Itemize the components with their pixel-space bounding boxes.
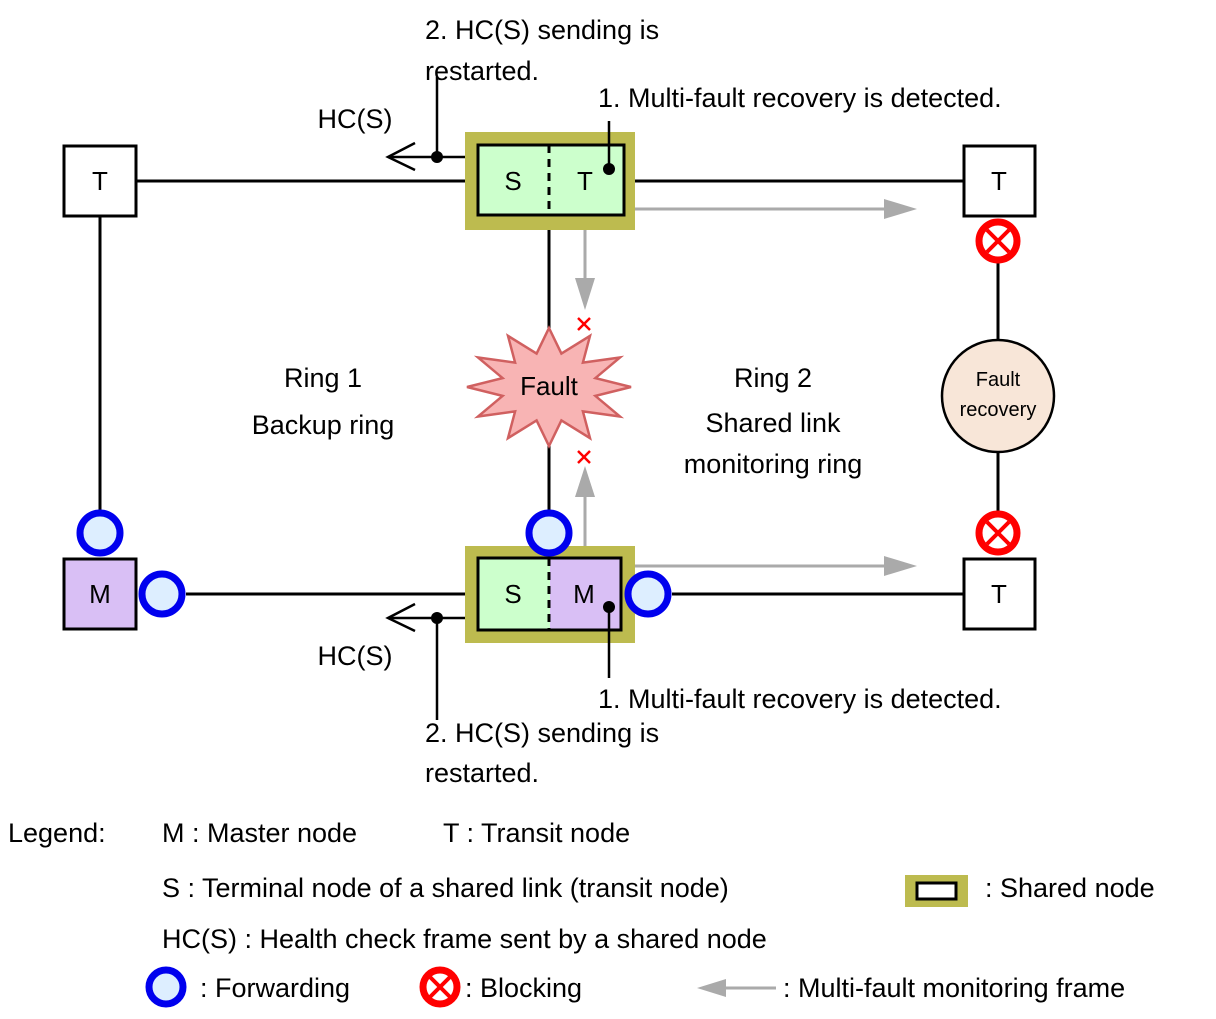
monitor-arrow-top-down [575,230,595,310]
monitor-arrow-top-right [634,199,917,219]
hc-label-bottom: HC(S) [318,641,393,671]
blocking-port-bottom [975,510,1021,556]
shared-bottom-m-label: M [573,579,595,609]
node-top-left-label: T [92,166,108,196]
frame-lost-mark-top [577,317,591,331]
shared-node-bottom[interactable]: S M [465,546,635,643]
svg-text:1. Multi-fault recovery is det: 1. Multi-fault recovery is detected. [598,83,1002,113]
annotation-top-step1: 1. Multi-fault recovery is detected. [598,83,1002,175]
annotation-bottom-step1: 1. Multi-fault recovery is detected. [598,601,1002,714]
forwarding-icon [76,509,124,557]
legend-transit: T : Transit node [443,818,630,848]
fault-recovery-line2: recovery [960,399,1037,421]
legend-monitoring-frame: : Multi-fault monitoring frame [783,973,1125,1003]
shared-node-legend-icon [905,875,968,907]
legend-forwarding: : Forwarding [200,973,350,1003]
hc-arrow-bottom: HC(S) [318,602,465,720]
node-bottom-left-master[interactable]: M [62,557,138,631]
fault-recovery: Fault recovery [940,338,1056,454]
svg-text:restarted.: restarted. [425,758,539,788]
blocking-port-top [975,218,1021,264]
svg-text:monitoring ring: monitoring ring [684,449,863,479]
svg-text:2. HC(S) sending is: 2. HC(S) sending is [425,718,659,748]
legend: Legend: M : Master node T : Transit node… [8,818,1155,1008]
node-bottom-right-label: T [991,579,1007,609]
svg-text:2. HC(S) sending is: 2. HC(S) sending is [425,15,659,45]
shared-top-t-label: T [577,166,593,196]
svg-text:restarted.: restarted. [425,56,539,86]
monitoring-frames [575,199,917,576]
ring1-label: Ring 1 Backup ring [252,363,395,440]
ring-links [98,179,1000,596]
svg-text:Ring 2: Ring 2 [734,363,812,393]
node-top-left[interactable]: T [62,144,138,218]
legend-blocking: : Blocking [465,973,582,1003]
shared-node-top[interactable]: S T [465,132,635,230]
fault-recovery-line1: Fault [976,369,1021,391]
svg-text:Ring 1: Ring 1 [284,363,362,393]
fault-burst: Fault [466,325,632,449]
forwarding-icon [138,570,186,618]
annotation-bottom-step2: 2. HC(S) sending is restarted. [425,718,659,788]
legend-master: M : Master node [162,818,357,848]
svg-text:Backup ring: Backup ring [252,410,395,440]
legend-hcs: HC(S) : Health check frame sent by a sha… [162,924,767,954]
forwarding-icon [624,570,672,618]
shared-bottom-s-label: S [504,579,521,609]
monitor-arrow-bottom-right [634,556,917,576]
monitor-arrow-bottom-up [575,466,595,546]
monitoring-frame-arrow-icon [697,979,776,997]
svg-text:Shared link: Shared link [705,408,841,438]
shared-top-s-label: S [504,166,521,196]
frame-lost-mark-bottom [577,450,591,464]
fault-label: Fault [520,371,579,401]
node-top-right-label: T [991,166,1007,196]
legend-shared-node: : Shared node [985,873,1155,903]
forwarding-ports [76,509,672,618]
node-bottom-right[interactable]: T [962,557,1037,631]
legend-terminal: S : Terminal node of a shared link (tran… [162,873,729,903]
forwarding-icon [145,966,187,1008]
annotation-top-step2: 2. HC(S) sending is restarted. [425,15,659,86]
svg-text:1. Multi-fault recovery is det: 1. Multi-fault recovery is detected. [598,684,1002,714]
legend-title: Legend: [8,818,106,848]
node-top-right[interactable]: T [962,144,1037,218]
node-bottom-left-label: M [89,579,111,609]
forwarding-icon [525,509,573,557]
hc-label-top: HC(S) [318,104,393,134]
hc-arrow-top: HC(S) [318,77,465,172]
ring2-label: Ring 2 Shared link monitoring ring [684,363,863,479]
blocking-icon [419,966,461,1008]
